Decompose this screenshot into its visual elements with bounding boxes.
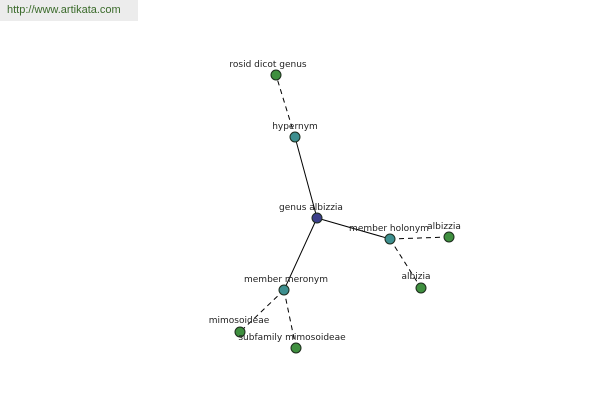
labels-layer: genus albizzia hypernym rosid dicot genus m… [209,60,461,343]
edges-layer [239,74,450,349]
node-label-albizzia1[interactable]: albizzia [427,222,461,232]
edge-holonym-albizzia1 [389,236,450,240]
node-label-albizia[interactable]: albizia [402,272,431,282]
node-label-meronym[interactable]: member meronym [244,275,328,285]
nodes-layer [234,69,455,354]
url-banner: http://www.artikata.com [0,0,138,21]
edge-meronym-subfamily [283,289,297,349]
edge-center-hypernym [294,136,318,219]
node-label-rosid[interactable]: rosid dicot genus [229,60,306,70]
edge-meronym-mimosoideae [239,289,285,333]
edge-holonym-albizia [389,238,422,289]
node-albizia[interactable] [415,282,427,294]
node-label-subfamily[interactable]: subfamily mimosoideae [238,333,346,343]
node-hypernym[interactable] [289,131,301,143]
node-holonym[interactable] [384,233,396,245]
edge-center-holonym [316,217,391,240]
edge-hypernym-rosid [275,74,296,138]
node-albizzia1[interactable] [443,231,455,243]
node-rosid[interactable] [270,69,282,81]
node-label-hypernym[interactable]: hypernym [272,122,318,132]
node-subfamily[interactable] [290,342,302,354]
node-label-mimosoideae[interactable]: mimosoideae [209,316,270,326]
node-label-center[interactable]: genus albizzia [279,203,343,213]
site-url[interactable]: http://www.artikata.com [7,4,121,16]
node-label-holonym[interactable]: member holonym [349,224,429,234]
node-mimosoideae[interactable] [234,326,246,338]
node-meronym[interactable] [278,284,290,296]
node-center[interactable] [311,212,323,224]
edge-center-meronym [283,217,318,291]
